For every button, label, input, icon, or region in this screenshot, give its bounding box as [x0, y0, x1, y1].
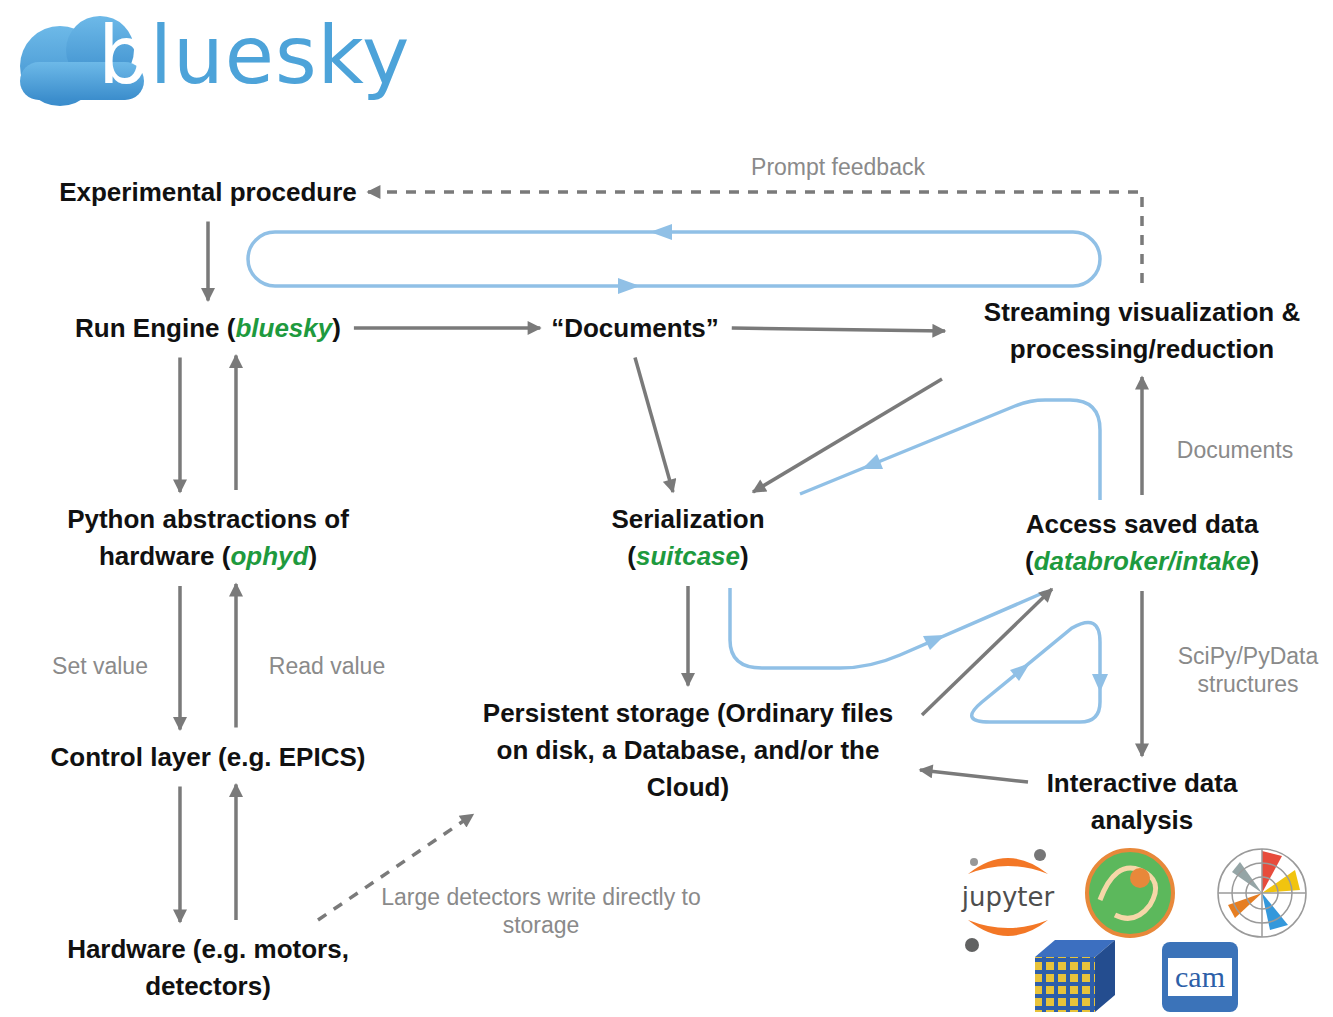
flow-arrow [178, 586, 182, 730]
rect-part [1035, 957, 1095, 1012]
logo-wordmark: bluesky [98, 16, 410, 96]
polygon-part [1228, 893, 1262, 918]
rect-part [1162, 942, 1238, 1012]
cube-icon [1035, 940, 1115, 1012]
reload-loop-lower [730, 588, 1045, 668]
polygon-part [1262, 893, 1288, 930]
edge-label: SciPy/PyData structures [1159, 642, 1333, 698]
storage-label: Persistent storage (Ordinary files on di… [463, 693, 913, 808]
header-rule [22, 119, 1318, 125]
polygon-part [923, 635, 945, 650]
package-name: suitcase [636, 541, 740, 571]
node-text: “Documents” [551, 310, 719, 347]
flow-arrow [234, 785, 238, 921]
node-text: Control layer (e.g. EPICS) [51, 739, 366, 776]
node-text: Run Engine (bluesky) [75, 310, 341, 347]
green-tool-icon [1087, 850, 1173, 936]
package-name: bluesky [235, 313, 332, 343]
flow-arrow [753, 379, 942, 492]
cam-icon [1162, 942, 1238, 1012]
circle-part [1130, 868, 1150, 888]
flow-arrow [732, 328, 945, 331]
flow-arrow [1140, 377, 1144, 495]
node-text: Access saved data (databroker/intake) [996, 506, 1288, 580]
node-text: Serialization (suitcase) [582, 501, 794, 575]
node-text: Hardware (e.g. motors, detectors) [27, 931, 389, 1005]
flow-arrow [1140, 591, 1144, 756]
step-label: Experimental procedure [55, 172, 361, 213]
node-text: Streaming visualization & processing/red… [956, 294, 1328, 368]
path-part [968, 920, 1048, 936]
circle-part [1087, 850, 1173, 936]
node-text: Python abstractions of hardware (ophyd) [57, 501, 359, 575]
loop-arrowheads [618, 224, 1108, 692]
process-label: Streaming visualization & processing/red… [952, 292, 1332, 370]
layer-label: Control layer (e.g. EPICS) [47, 737, 370, 778]
flow-arrow [368, 192, 1142, 283]
analysis-label: Interactive data analysis [1037, 763, 1247, 841]
text-part: ) [1250, 546, 1259, 576]
edge-label: Documents [1173, 436, 1297, 464]
polygon-part [1010, 663, 1030, 681]
library-label: Access saved data (databroker/intake) [992, 504, 1292, 582]
flow-arrow [635, 358, 673, 493]
package-name: databroker/intake [1034, 546, 1251, 576]
rect-part [1168, 958, 1232, 996]
path-part [968, 858, 1048, 874]
circle-part [1034, 849, 1046, 861]
polygon-part [1262, 870, 1300, 893]
flow-arrow [234, 584, 238, 728]
circle-part [1218, 849, 1306, 937]
radial-chart-icon [1218, 849, 1306, 937]
text-part: Run Engine ( [75, 313, 235, 343]
flow-arrow [178, 358, 182, 493]
flow-arrow [920, 770, 1028, 782]
edge-label: Set value [48, 652, 152, 680]
circle-part [970, 858, 978, 866]
node-text: Interactive data analysis [1041, 765, 1243, 839]
analysis-loop [972, 622, 1100, 722]
polygon-part [618, 278, 640, 294]
polygon-part [1095, 940, 1115, 1012]
library-label: Serialization (suitcase) [578, 499, 798, 577]
flow-arrow [234, 356, 238, 491]
reload-loop-upper [800, 400, 1100, 500]
package-name: ophyd [230, 541, 308, 571]
text-part: ) [332, 313, 341, 343]
flow-arrow [922, 589, 1052, 715]
polygon-part [1092, 674, 1108, 692]
polygon-part [862, 454, 883, 469]
jupyter-wordmark: jupyter [962, 882, 1054, 912]
flow-arrow [354, 326, 540, 330]
feedback-loops [248, 232, 1100, 722]
edge-label: Large detectors write directly to storag… [377, 883, 705, 939]
flow-arrow [206, 222, 210, 301]
polygon-part [650, 224, 672, 240]
flow-arrow [178, 787, 182, 923]
node-text: Persistent storage (Ordinary files on di… [467, 695, 909, 806]
cam-wordmark: cam [1175, 960, 1225, 994]
library-label: Python abstractions of hardware (ophyd) [53, 499, 363, 577]
edge-label: Read value [265, 652, 389, 680]
text-part: ) [740, 541, 749, 571]
line-part [1261, 849, 1263, 937]
hardware-label: Hardware (e.g. motors, detectors) [23, 929, 393, 1007]
flow-arrow [686, 586, 690, 686]
path-part [1100, 868, 1156, 918]
streaming-loop [248, 232, 1100, 286]
document-label: “Documents” [547, 308, 723, 349]
text-part: ) [308, 541, 317, 571]
node-text: Experimental procedure [59, 174, 357, 211]
engine-label: Run Engine (bluesky) [71, 308, 345, 349]
circle-part [965, 938, 979, 952]
edge-label: Prompt feedback [747, 153, 929, 181]
